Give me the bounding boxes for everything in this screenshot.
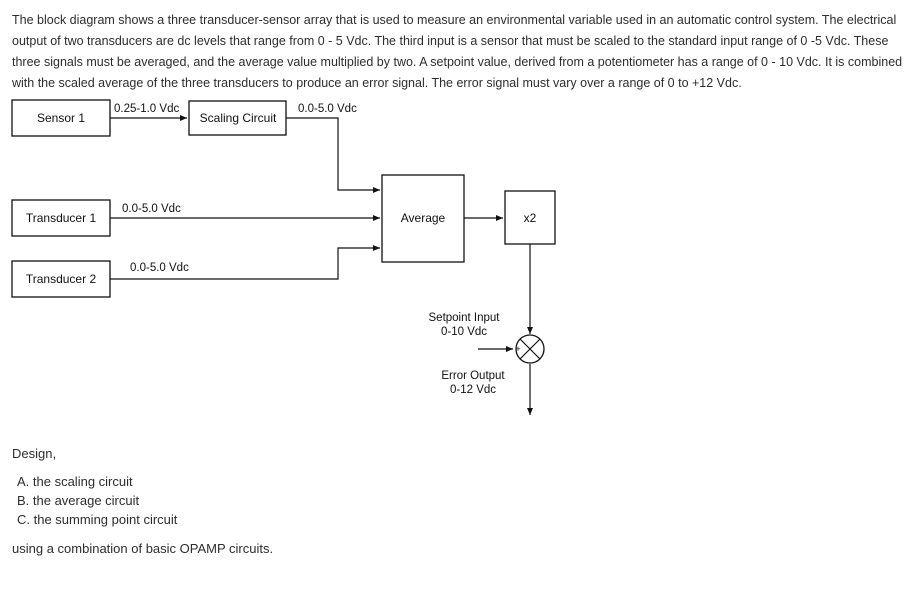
wire-scaling-to-average xyxy=(286,117,380,193)
label-transducer2-range: 0.0-5.0 Vdc xyxy=(130,262,189,274)
plus-sign: + xyxy=(515,344,520,354)
label-transducer1-range: 0.0-5.0 Vdc xyxy=(122,203,181,215)
tasks-footer: using a combination of basic OPAMP circu… xyxy=(12,541,274,556)
block-label: Sensor 1 xyxy=(37,111,85,125)
block-label: Transducer 2 xyxy=(26,272,97,286)
label-sensor-range: 0.25-1.0 Vdc xyxy=(114,103,179,115)
block-transducer-1: Transducer 1 xyxy=(11,199,111,237)
label-scaled-range: 0.0-5.0 Vdc xyxy=(298,103,357,115)
wire-transducer2-to-average xyxy=(110,245,380,280)
task-item: B. the average circuit xyxy=(17,493,140,508)
task-item: C. the summing point circuit xyxy=(17,512,178,527)
problem-statement: The block diagram shows a three transduc… xyxy=(12,13,903,90)
signal-wires xyxy=(110,115,533,415)
block-transducer-2: Transducer 2 xyxy=(11,260,111,298)
block-label: Scaling Circuit xyxy=(200,111,277,125)
label-setpoint-range: 0-10 Vdc xyxy=(441,326,487,338)
block-label: Average xyxy=(401,211,446,225)
label-error-range: 0-12 Vdc xyxy=(450,384,496,396)
label-error-output: Error Output xyxy=(441,370,505,382)
block-scaling-circuit: Scaling Circuit xyxy=(188,100,287,136)
block-average: Average xyxy=(381,174,465,263)
summing-junction: + xyxy=(515,334,545,364)
block-label: x2 xyxy=(524,211,537,225)
label-setpoint: Setpoint Input xyxy=(429,312,501,324)
block-sensor-1: Sensor 1 xyxy=(11,99,111,137)
block-x2: x2 xyxy=(504,190,556,245)
tasks-heading: Design, xyxy=(12,446,57,461)
block-label: Transducer 1 xyxy=(26,211,97,225)
task-item: A. the scaling circuit xyxy=(17,474,133,489)
